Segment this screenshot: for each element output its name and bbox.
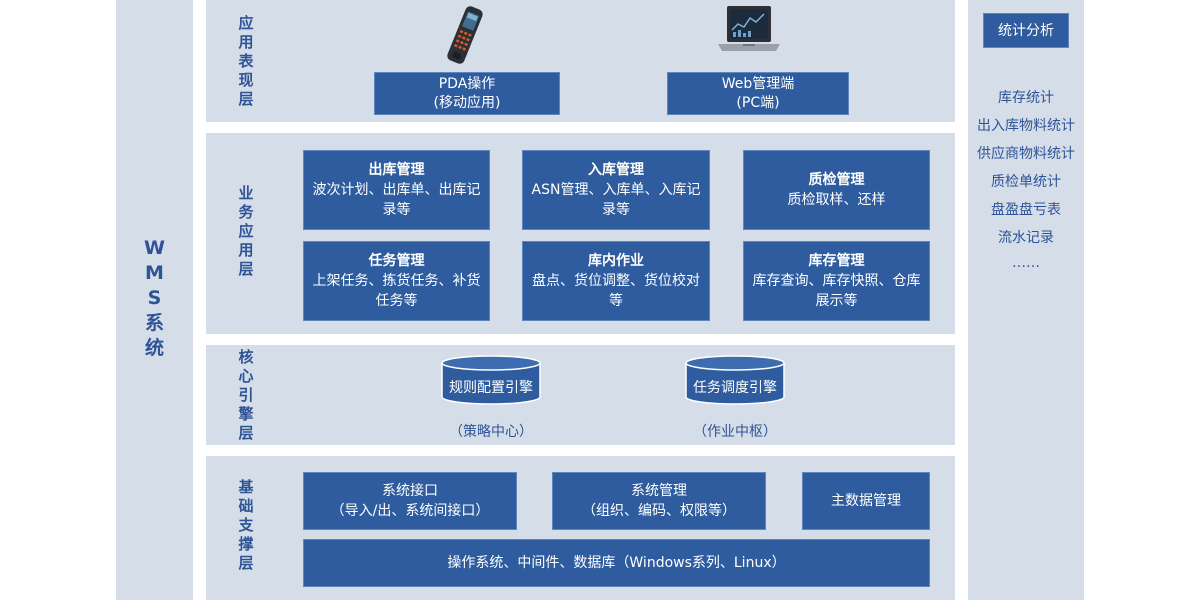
laptop-icon	[718, 6, 780, 51]
master-data-box: 主数据管理	[802, 472, 930, 530]
rule-engine-cylinder-icon	[441, 355, 541, 405]
system-mgmt-box: 系统管理（组织、编码、权限等）	[552, 472, 766, 530]
stats-item: ……	[1012, 255, 1040, 271]
stats-item: 流水记录	[998, 230, 1054, 246]
app-layer-label: 应用表现层	[238, 14, 254, 108]
infrastructure-box: 操作系统、中间件、数据库（Windows系列、Linux）	[303, 539, 930, 587]
stats-item: 质检单统计	[991, 174, 1061, 190]
warehouse-ops-box: 库内作业盘点、货位调整、货位校对等	[522, 241, 710, 321]
stats-item: 出入库物料统计	[977, 118, 1075, 134]
qc-mgmt-box: 质检管理质检取样、还样	[743, 150, 930, 230]
inventory-mgmt-box: 库存管理库存查询、库存快照、仓库展示等	[743, 241, 930, 321]
pda-device-icon	[447, 6, 483, 64]
task-engine-label: 任务调度引擎	[693, 380, 777, 396]
pda-operation-box: PDA操作(移动应用)	[374, 72, 560, 115]
core-layer-label: 核心引擎层	[238, 348, 254, 442]
stats-item: 盘盈盘亏表	[991, 202, 1061, 218]
stats-column	[968, 0, 1084, 600]
rule-engine-caption: （策略中心）	[449, 424, 533, 440]
stats-title: 统计分析	[983, 13, 1069, 48]
web-admin-box: Web管理端(PC端)	[667, 72, 849, 115]
task-engine-caption: （作业中枢）	[693, 424, 777, 440]
task-engine-cylinder-icon	[685, 355, 785, 405]
wms-system-column	[116, 0, 193, 600]
outbound-mgmt-box: 出库管理波次计划、出库单、出库记录等	[303, 150, 490, 230]
biz-layer-label: 业务应用层	[238, 184, 254, 278]
system-interface-box: 系统接口（导入/出、系统间接口）	[303, 472, 517, 530]
core-layer	[206, 345, 955, 445]
task-mgmt-box: 任务管理上架任务、拣货任务、补货任务等	[303, 241, 490, 321]
stats-item: 供应商物料统计	[977, 146, 1075, 162]
rule-engine-label: 规则配置引擎	[449, 380, 533, 396]
stats-item: 库存统计	[998, 90, 1054, 106]
base-layer-label: 基础支撑层	[238, 478, 254, 572]
